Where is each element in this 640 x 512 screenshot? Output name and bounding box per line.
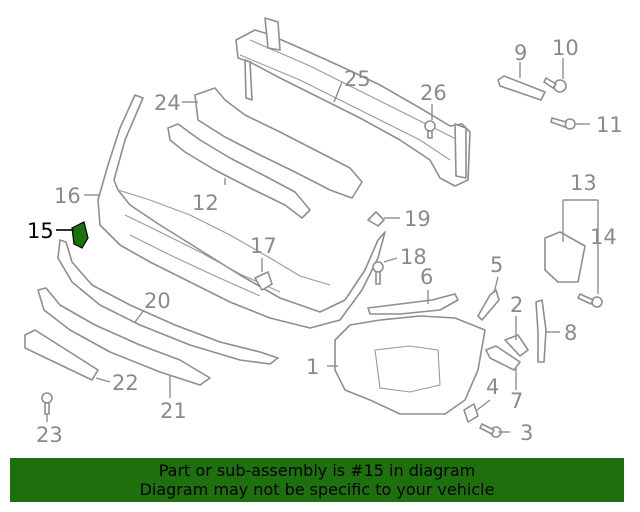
callout-23: 23 <box>36 423 63 447</box>
screw <box>550 117 576 130</box>
callout-4: 4 <box>486 375 499 399</box>
highlighted-bracket <box>71 221 89 249</box>
callout-9: 9 <box>514 41 527 65</box>
callout-22: 22 <box>112 371 139 395</box>
callout-8: 8 <box>564 321 577 345</box>
bolt <box>543 77 567 93</box>
callout-7: 7 <box>510 389 523 413</box>
bolt <box>479 423 502 438</box>
reinforcement-beam <box>235 17 471 187</box>
clip <box>463 403 479 423</box>
info-banner: Part or sub-assembly is #15 in diagram D… <box>10 458 624 502</box>
strip <box>497 75 546 101</box>
callout-numbers: 1 2 3 4 5 6 7 8 9 10 11 12 13 14 15 16 1… <box>27 36 623 447</box>
parts-diagram: 1 2 3 4 5 6 7 8 9 10 11 12 13 14 15 16 1… <box>24 17 623 447</box>
callout-10: 10 <box>552 36 579 60</box>
lower-absorber <box>167 123 311 219</box>
energy-absorber <box>194 87 363 199</box>
callout-3: 3 <box>520 421 533 445</box>
callout-19: 19 <box>404 207 431 231</box>
bracket <box>535 299 547 363</box>
bracket <box>485 345 521 371</box>
bumper-cover <box>97 94 386 329</box>
side-cover <box>334 315 486 415</box>
banner-line-part: Part or sub-assembly is #15 in diagram <box>158 461 476 480</box>
callout-24: 24 <box>154 91 181 115</box>
license-bracket <box>24 329 99 381</box>
callout-5: 5 <box>490 253 503 277</box>
clip <box>477 289 500 321</box>
valance <box>37 287 211 386</box>
callout-16: 16 <box>54 184 81 208</box>
callout-1: 1 <box>306 355 319 379</box>
screw <box>577 293 603 308</box>
bracket <box>254 271 273 291</box>
banner-line-disclaimer: Diagram may not be specific to your vehi… <box>139 480 495 499</box>
side-cover-recess <box>374 345 441 393</box>
callout-11: 11 <box>596 113 623 137</box>
callout-21: 21 <box>160 399 187 423</box>
bolt <box>372 261 384 285</box>
callout-6: 6 <box>420 265 433 289</box>
nut <box>424 120 436 139</box>
callout-13: 13 <box>570 171 597 195</box>
callout-14: 14 <box>590 225 617 249</box>
side-trim <box>367 293 459 315</box>
callout-26: 26 <box>420 81 447 105</box>
callout-15: 15 <box>27 219 54 243</box>
callout-18: 18 <box>400 245 427 269</box>
callout-2: 2 <box>510 293 523 317</box>
screw <box>41 392 53 415</box>
callout-12: 12 <box>192 191 219 215</box>
splash-shield <box>544 231 586 283</box>
leader-lines <box>46 58 599 433</box>
callout-17: 17 <box>250 234 277 258</box>
clip <box>367 211 385 227</box>
lower-trim <box>57 239 279 365</box>
callout-25: 25 <box>344 67 371 91</box>
bracket <box>504 334 529 357</box>
callout-20: 20 <box>144 289 171 313</box>
